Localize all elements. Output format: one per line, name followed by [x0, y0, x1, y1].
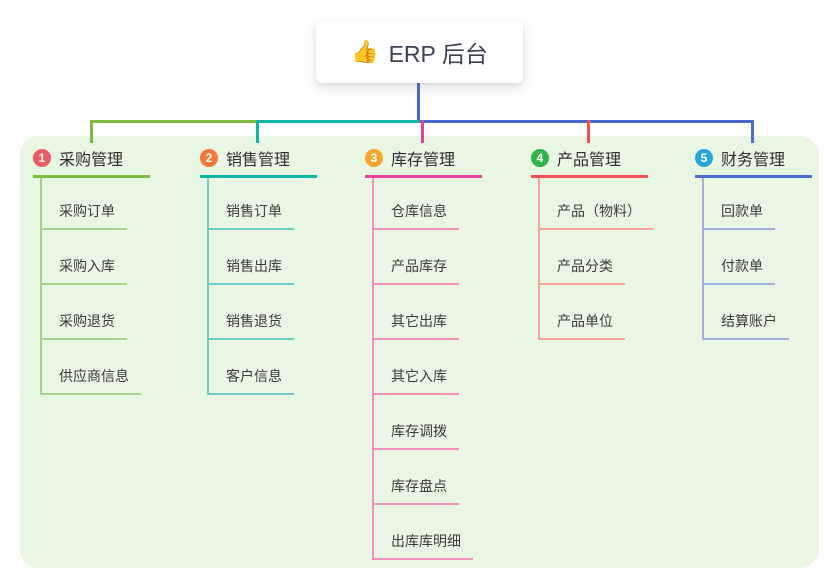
branch-product: 4 产品管理 产品（物料） 产品分类 产品单位: [531, 146, 653, 340]
connector-drop-branch2: [256, 120, 259, 143]
connector-bus-teal: [257, 120, 420, 123]
child-node[interactable]: 回款单: [704, 178, 775, 230]
connector-root-drop: [417, 82, 420, 121]
connector-drop-branch5: [751, 120, 754, 143]
child-node[interactable]: 其它入库: [374, 340, 459, 395]
branch-children: 采购订单 采购入库 采购退货 供应商信息: [40, 178, 141, 395]
branch-label: 财务管理: [721, 152, 786, 169]
child-node[interactable]: 采购入库: [42, 230, 127, 285]
child-node[interactable]: 库存盘点: [374, 450, 459, 505]
connector-drop-branch4: [587, 120, 590, 143]
thumbs-up-icon: 👍: [351, 39, 379, 64]
branch-badge: 4: [531, 149, 549, 167]
branch-label: 产品管理: [557, 152, 622, 169]
child-node[interactable]: 产品分类: [540, 230, 625, 285]
branch-children: 产品（物料） 产品分类 产品单位: [538, 178, 653, 340]
branch-badge: 2: [200, 149, 218, 167]
child-node[interactable]: 付款单: [704, 230, 775, 285]
child-node[interactable]: 销售出库: [209, 230, 294, 285]
branch-label: 库存管理: [391, 152, 456, 169]
child-node[interactable]: 采购退货: [42, 285, 127, 340]
branch-badge: 5: [695, 149, 713, 167]
branch-label: 销售管理: [226, 152, 291, 169]
branch-header-finance[interactable]: 5 财务管理: [695, 146, 812, 178]
branch-children: 仓库信息 产品库存 其它出库 其它入库 库存调拨 库存盘点 出库库明细: [372, 178, 473, 560]
branch-inventory: 3 库存管理 仓库信息 产品库存 其它出库 其它入库 库存调拨 库存盘点 出库库…: [365, 146, 482, 560]
branch-label: 采购管理: [59, 152, 124, 169]
child-node[interactable]: 产品（物料）: [540, 178, 653, 230]
root-node[interactable]: 👍 ERP 后台: [316, 21, 523, 83]
child-node[interactable]: 产品库存: [374, 230, 459, 285]
branch-children: 销售订单 销售出库 销售退货 客户信息: [207, 178, 294, 395]
branch-purchase: 1 采购管理 采购订单 采购入库 采购退货 供应商信息: [33, 146, 150, 395]
child-node[interactable]: 销售退货: [209, 285, 294, 340]
child-node[interactable]: 采购订单: [42, 178, 127, 230]
branch-children: 回款单 付款单 结算账户: [702, 178, 789, 340]
connector-drop-branch3: [421, 120, 424, 143]
branch-badge: 1: [33, 149, 51, 167]
branch-header-purchase[interactable]: 1 采购管理: [33, 146, 150, 178]
child-node[interactable]: 库存调拨: [374, 395, 459, 450]
branch-header-sales[interactable]: 2 销售管理: [200, 146, 317, 178]
branch-finance: 5 财务管理 回款单 付款单 结算账户: [695, 146, 812, 340]
child-node[interactable]: 产品单位: [540, 285, 625, 340]
branch-sales: 2 销售管理 销售订单 销售出库 销售退货 客户信息: [200, 146, 317, 395]
branch-header-product[interactable]: 4 产品管理: [531, 146, 648, 178]
connector-drop-branch1: [90, 120, 93, 143]
child-node[interactable]: 客户信息: [209, 340, 294, 395]
child-node[interactable]: 其它出库: [374, 285, 459, 340]
child-node[interactable]: 结算账户: [704, 285, 789, 340]
child-node[interactable]: 供应商信息: [42, 340, 141, 395]
branch-header-inventory[interactable]: 3 库存管理: [365, 146, 482, 178]
mindmap-canvas: [20, 136, 819, 568]
root-label: ERP 后台: [388, 41, 488, 67]
child-node[interactable]: 出库库明细: [374, 505, 473, 560]
child-node[interactable]: 仓库信息: [374, 178, 459, 230]
branch-badge: 3: [365, 149, 383, 167]
child-node[interactable]: 销售订单: [209, 178, 294, 230]
connector-bus-green: [90, 120, 257, 123]
